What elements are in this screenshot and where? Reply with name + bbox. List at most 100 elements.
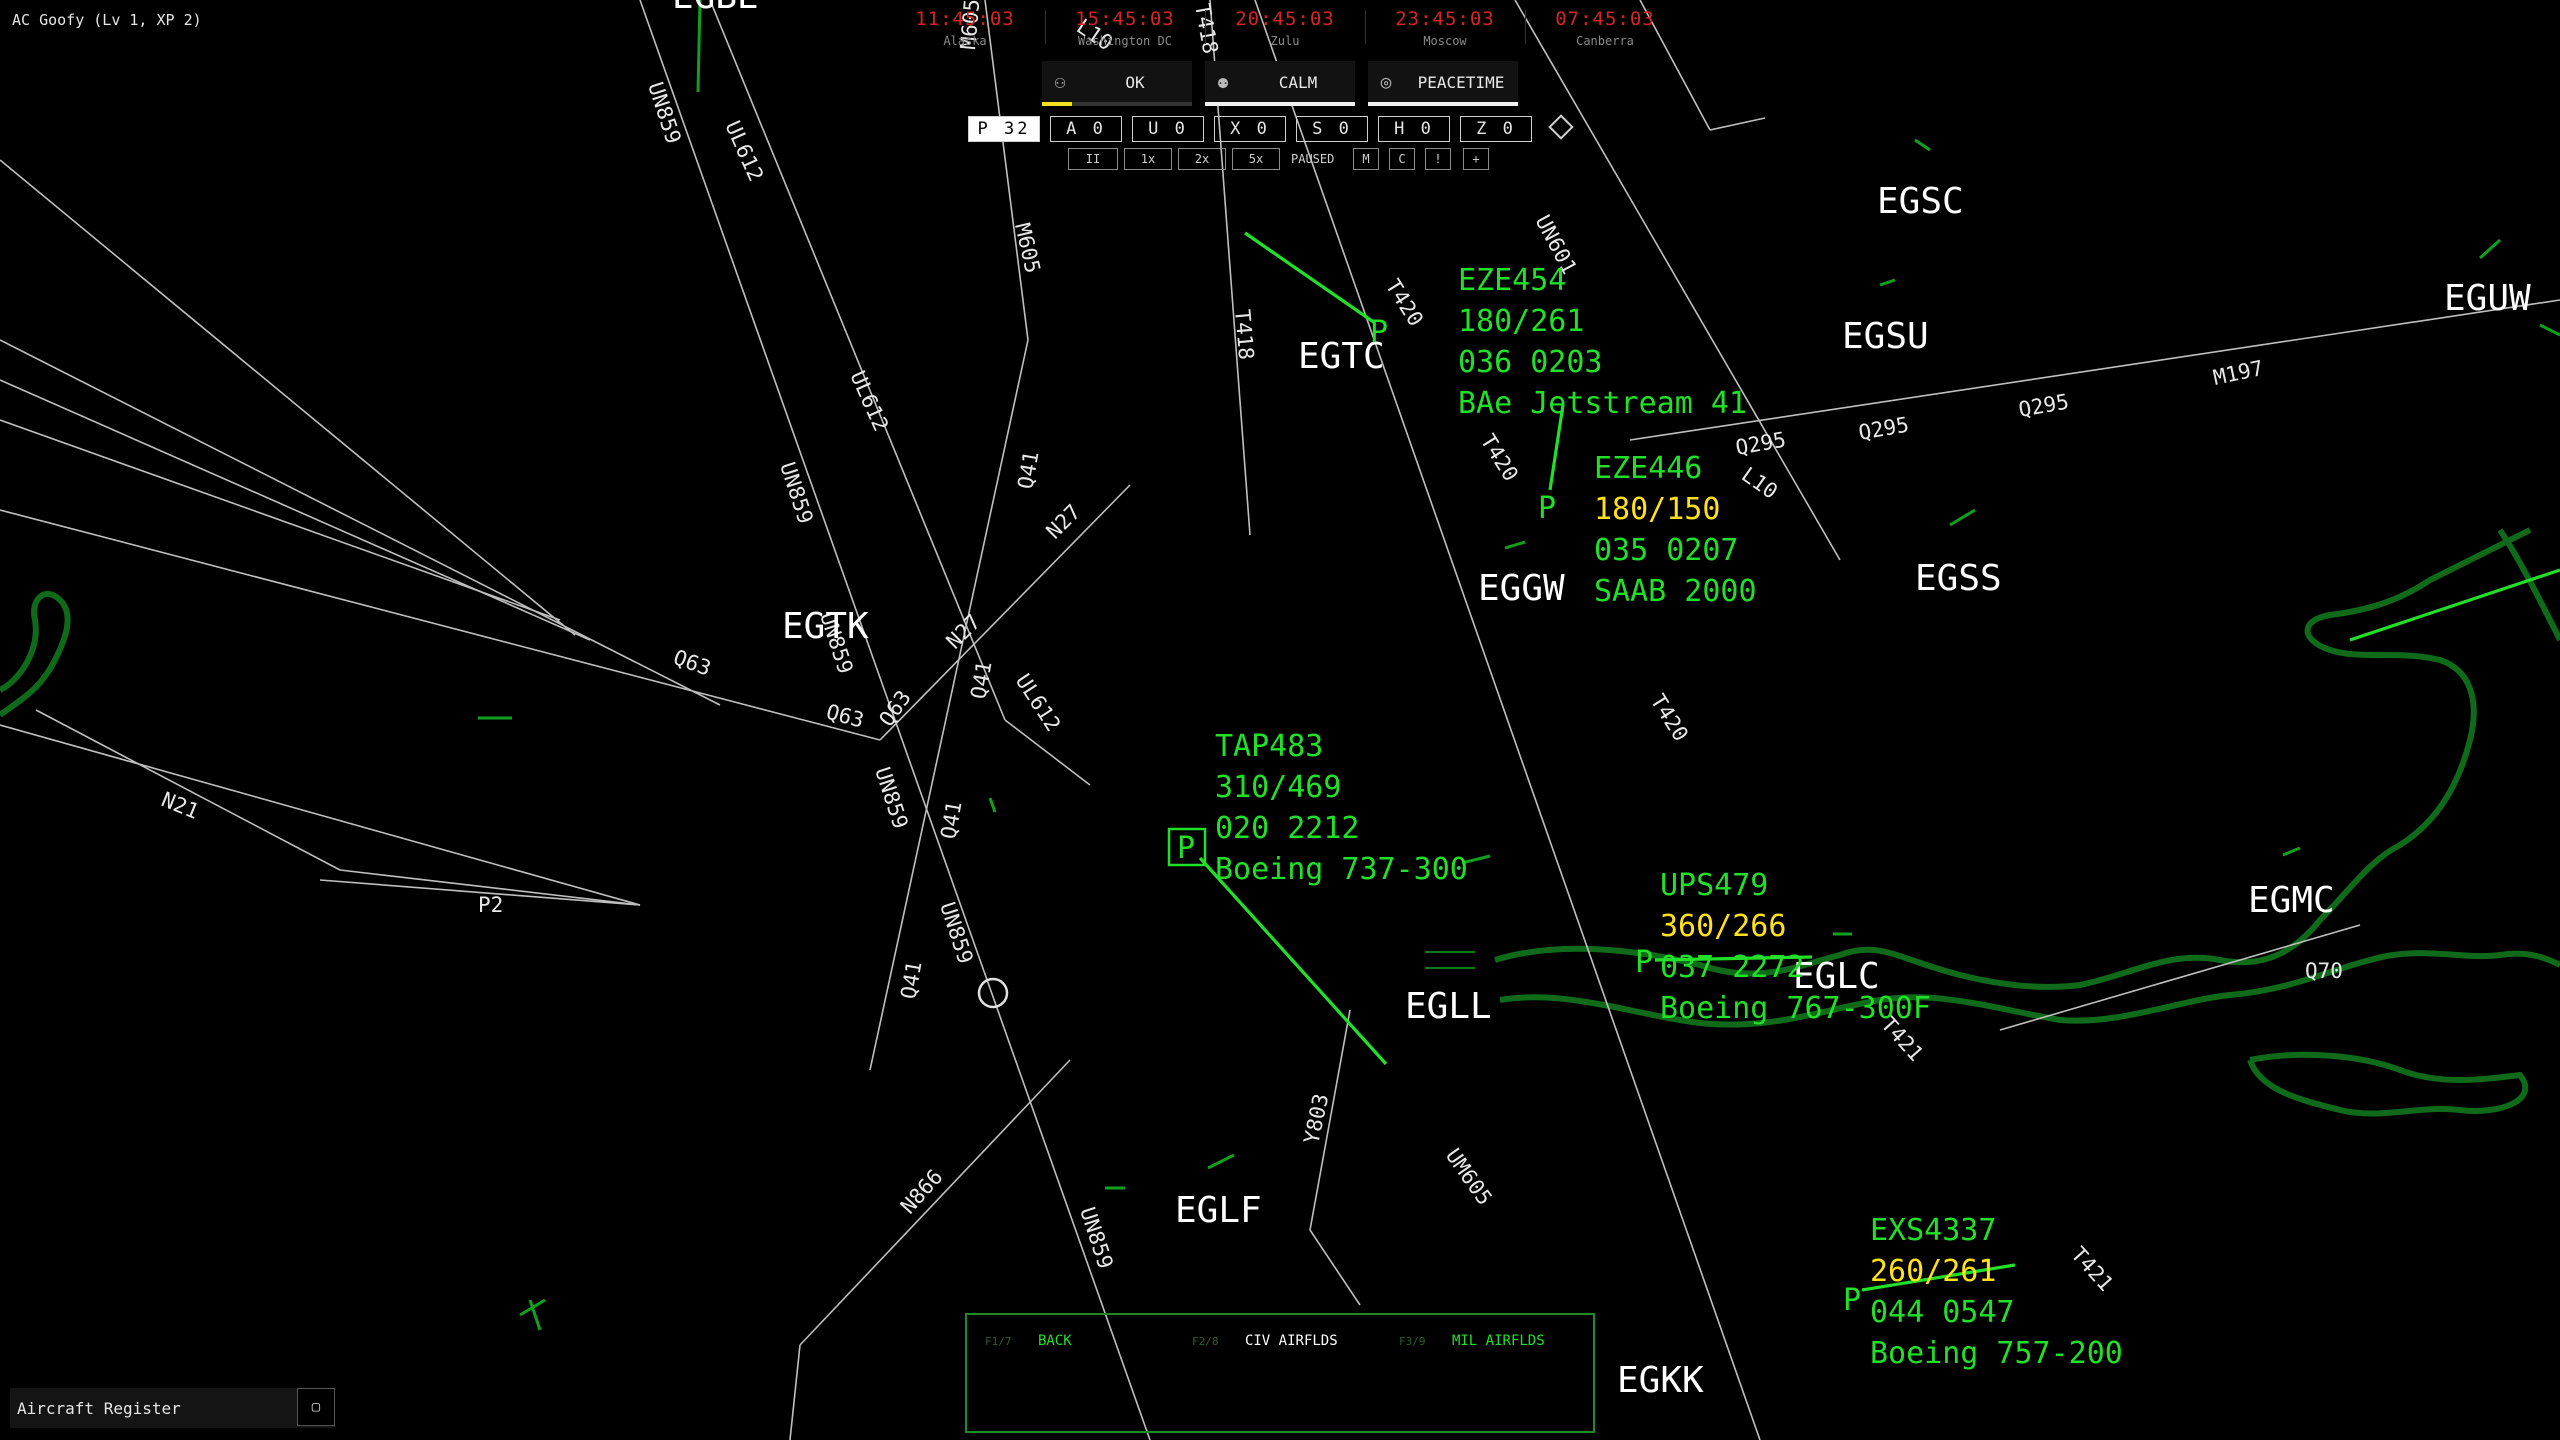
menu-key: F1/7	[985, 1335, 1012, 1348]
tag-type: SAAB 2000	[1594, 574, 1757, 609]
tag-speed-heading: 180/261	[1458, 304, 1584, 339]
route-label-m605: M605	[956, 0, 984, 50]
tag-alt-time: 020 2212	[1215, 811, 1360, 846]
toggle-m-button[interactable]: M	[1353, 148, 1379, 170]
aircraft-register[interactable]: Aircraft Register ▢	[10, 1388, 335, 1428]
clock-zone: Zulu	[1270, 34, 1300, 48]
counter-h[interactable]: H 0	[1378, 116, 1450, 142]
route-label-um605: UM605	[1441, 1144, 1497, 1210]
route-label-n866: N866	[896, 1165, 948, 1219]
aircraft-tag-eze454[interactable]: EZE454 180/261 036 0203 BAe Jetstream 41	[1458, 263, 1747, 421]
route-label-q70: Q70	[2305, 959, 2343, 983]
route-label-m197: M197	[2211, 356, 2265, 390]
menu-civ-airfields[interactable]: F2/8 CIV AIRFLDS	[1192, 1333, 1338, 1349]
counter-s[interactable]: S 0	[1296, 116, 1368, 142]
aircraft-marker-ups479[interactable]: P	[1635, 945, 1653, 980]
counter-x[interactable]: X 0	[1214, 116, 1286, 142]
mood-status-label: CALM	[1278, 72, 1318, 92]
menu-key: F3/9	[1399, 1335, 1426, 1348]
defcon-bar	[1368, 102, 1518, 106]
route-label-un859: UN859	[935, 899, 977, 967]
counter-a[interactable]: A 0	[1050, 116, 1122, 142]
clock-time: 23:45:03	[1395, 8, 1495, 30]
airport-eggw: EGGW	[1478, 568, 1565, 609]
clock-zulu: 20:45:03 Zulu	[1210, 8, 1360, 48]
clock-zone: Washington DC	[1078, 34, 1172, 48]
tag-callsign: EXS4337	[1870, 1213, 1996, 1248]
clock-zone: Alaska	[943, 34, 987, 48]
aircraft-marker-eze446[interactable]: P	[1538, 491, 1556, 526]
tag-type: Boeing 767-300F	[1660, 991, 1931, 1026]
tag-type: Boeing 757-200	[1870, 1336, 2123, 1371]
mood-bar	[1205, 102, 1355, 106]
counter-u[interactable]: U 0	[1132, 116, 1204, 142]
airport-egll: EGLL	[1405, 986, 1492, 1027]
route-label-un859: UN859	[775, 459, 817, 527]
aircraft-marker-exs4337[interactable]: P	[1843, 1283, 1861, 1318]
egll-runway-marker	[1425, 951, 1475, 969]
route-label-n27: N27	[942, 610, 986, 654]
route-label-q41: Q41	[966, 659, 996, 701]
aircraft-selected-box[interactable]	[1167, 827, 1207, 867]
route-label-m605: M605	[1010, 221, 1045, 276]
function-menu-panel: F1/7 BACK F2/8 CIV AIRFLDS F3/9 MIL AIRF…	[965, 1313, 1595, 1433]
speed-2x-button[interactable]: 2x	[1178, 148, 1226, 170]
staff-level-bar	[1042, 102, 1192, 106]
clock-canberra: 07:45:03 Canberra	[1530, 8, 1680, 48]
airport-egss: EGSS	[1915, 558, 2002, 599]
airport-egsu: EGSU	[1842, 316, 1929, 357]
toggle-alert-button[interactable]: !	[1425, 148, 1451, 170]
speed-5x-button[interactable]: 5x	[1232, 148, 1280, 170]
route-label-un859: UN859	[870, 764, 912, 832]
airport-egtk: EGTK	[782, 606, 869, 647]
tag-type: Boeing 737-300	[1215, 852, 1468, 887]
clock-zone: Canberra	[1576, 34, 1634, 48]
staff-status[interactable]: ⚇ OK	[1042, 61, 1192, 106]
route-label-y803: Y803	[1299, 1092, 1333, 1146]
world-clocks: 11:45:03 Alaska 15:45:03 Washington DC 2…	[890, 8, 1670, 56]
route-label-t421: T421	[2066, 1242, 2118, 1296]
waypoint-circle[interactable]	[977, 977, 1009, 1009]
pause-button[interactable]: II	[1068, 148, 1118, 170]
menu-label: MIL AIRFLDS	[1451, 1333, 1545, 1349]
airport-eglc: EGLC	[1793, 956, 1880, 997]
aircraft-tag-ups479[interactable]: UPS479 360/266 037 2272 Boeing 767-300F	[1660, 868, 1931, 1026]
aircraft-tag-eze446[interactable]: EZE446 180/150 035 0207 SAAB 2000	[1594, 451, 1757, 609]
tag-callsign: UPS479	[1660, 868, 1768, 903]
toggle-plus-button[interactable]: +	[1463, 148, 1489, 170]
menu-mil-airfields[interactable]: F3/9 MIL AIRFLDS	[1399, 1333, 1545, 1349]
aircraft-tag-exs4337[interactable]: EXS4337 260/261 044 0547 Boeing 757-200	[1870, 1213, 2123, 1371]
staff-level-fill	[1042, 102, 1072, 106]
toggle-c-button[interactable]: C	[1389, 148, 1415, 170]
tag-alt-time: 037 2272	[1660, 950, 1805, 985]
airport-egkk: EGKK	[1617, 1360, 1704, 1401]
counter-p[interactable]: P 32	[968, 116, 1040, 142]
track-fragments	[478, 0, 2560, 1331]
clock-divider	[1205, 10, 1206, 44]
aircraft-markers[interactable]: P P P P P	[1167, 315, 1861, 1318]
aircraft-marker-tap483[interactable]: P	[1177, 831, 1195, 866]
airport-egtc: EGTC	[1298, 336, 1385, 377]
aircraft-marker-eze454[interactable]: P	[1370, 315, 1388, 350]
menu-back[interactable]: F1/7 BACK	[985, 1333, 1072, 1349]
defcon-status[interactable]: ◎ PEACETIME	[1368, 61, 1518, 106]
airport-egmc: EGMC	[2248, 880, 2335, 921]
airport-eglf: EGLF	[1175, 1190, 1262, 1231]
tag-speed-heading: 310/469	[1215, 770, 1341, 805]
route-label-q41: Q41	[1013, 449, 1043, 491]
aircraft-register-label: Aircraft Register	[17, 1399, 181, 1418]
menu-label: BACK	[1037, 1333, 1072, 1349]
mood-status[interactable]: ⚉ CALM	[1205, 61, 1355, 106]
tag-alt-time: 036 0203	[1458, 345, 1603, 380]
counter-z[interactable]: Z 0	[1460, 116, 1532, 142]
aircraft-register-toggle-button[interactable]: ▢	[297, 1388, 335, 1426]
clock-time: 20:45:03	[1235, 8, 1335, 30]
globe-icon: ◎	[1380, 71, 1392, 93]
route-label-q63: Q63	[874, 686, 915, 731]
aircraft-tag-tap483[interactable]: TAP483 310/469 020 2212 Boeing 737-300	[1215, 729, 1468, 887]
airports: EGBE EGSC EGSU EGUW EGTC EGGW EGSS EGTK …	[672, 0, 2531, 1401]
speed-1x-button[interactable]: 1x	[1124, 148, 1172, 170]
clock-moscow: 23:45:03 Moscow	[1370, 8, 1520, 48]
tag-speed-heading: 360/266	[1660, 909, 1786, 944]
